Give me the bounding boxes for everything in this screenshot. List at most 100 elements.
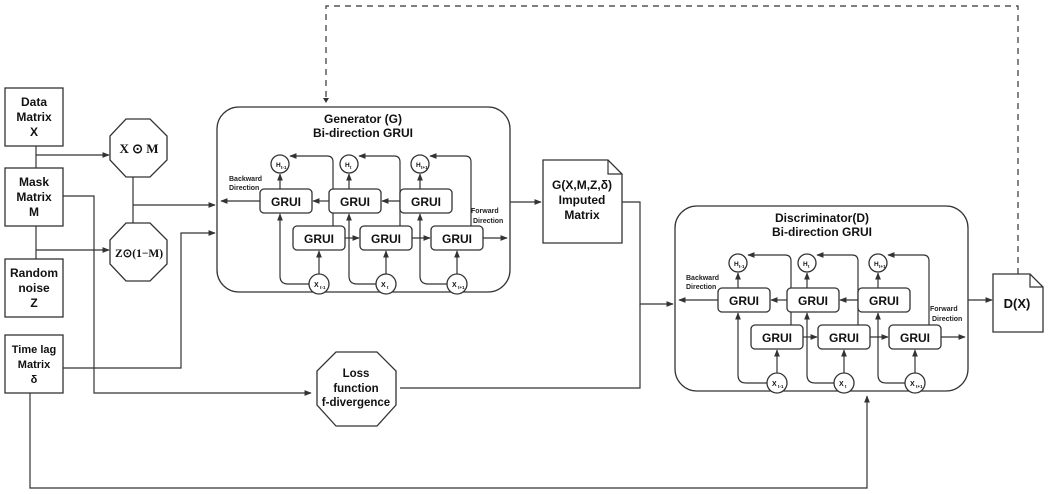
hidden-state-label: H [734, 261, 739, 268]
input-label: X [452, 282, 457, 289]
arrow [289, 153, 334, 226]
arrow [875, 312, 905, 384]
input-label: X [772, 381, 777, 388]
loss-label-2: function [333, 383, 378, 395]
input-subscript: t-1 [778, 384, 784, 389]
data-matrix-label-3: X [30, 125, 38, 139]
hidden-state-node [270, 154, 290, 174]
data-matrix-box: Data Matrix X [4, 87, 64, 147]
feedback-arrowhead [323, 98, 329, 103]
arrow [429, 153, 472, 226]
imputed-label-3: Matrix [564, 208, 600, 222]
random-noise-label-3: Z [30, 296, 37, 310]
input-subscript: t+1 [458, 285, 465, 290]
z-dot-one-minus-m-octagon: Z⊙(1−M) [109, 222, 168, 282]
time-lag-label-2: Matrix [18, 359, 51, 371]
generator-subtitle: Bi-direction GRUI [313, 126, 413, 140]
arrow [804, 312, 834, 384]
hidden-state-node [797, 253, 817, 273]
time-lag-label-1: Time lag [12, 344, 56, 356]
grui-label: GRUI [729, 294, 759, 308]
grui-label: GRUI [411, 195, 441, 209]
generator-backward-label-2: Direction [229, 185, 259, 192]
generator-title: Generator (G) [324, 112, 402, 126]
hidden-state-node [728, 253, 748, 273]
arrow [816, 252, 859, 325]
grui-label: GRUI [340, 195, 370, 209]
loss-label-1: Loss [343, 368, 370, 380]
time-lag-label-3: δ [31, 374, 38, 386]
random-noise-label-2: noise [18, 281, 50, 295]
z-dot-one-minus-m-label: Z⊙(1−M) [115, 248, 163, 260]
imputed-matrix-document: G(X,M,Z,δ) Imputed Matrix [542, 159, 623, 244]
arrow [747, 252, 792, 325]
generator-block: Generator (G) Bi-direction GRUI Backward… [216, 106, 511, 295]
arrow-imputed-to-discriminator [622, 201, 674, 307]
x-dot-m-label: X ⊙ M [119, 141, 158, 156]
hidden-state-label: H [416, 162, 421, 169]
loss-function-octagon: Loss function f-divergence [316, 351, 397, 427]
input-subscript: t [845, 384, 847, 389]
grui-label: GRUI [442, 232, 472, 246]
grui-label: GRUI [829, 331, 859, 345]
mask-matrix-box: Mask Matrix M [4, 167, 64, 227]
connector-loss-to-discriminator [400, 304, 641, 389]
grui-label: GRUI [271, 195, 301, 209]
hidden-state-label: H [345, 162, 350, 169]
discriminator-subtitle: Bi-direction GRUI [772, 225, 872, 239]
generator-forward-label-2: Direction [473, 218, 503, 225]
data-matrix-label-1: Data [21, 95, 47, 109]
hidden-state-subscript: t [350, 165, 352, 170]
grui-label: GRUI [304, 232, 334, 246]
x-dot-m-octagon: X ⊙ M [109, 118, 168, 178]
arrow [277, 213, 309, 285]
input-node [308, 273, 330, 295]
arrow [735, 312, 767, 384]
hidden-state-label: H [803, 261, 808, 268]
input-node [904, 372, 926, 394]
input-node [446, 273, 468, 295]
output-dx-label: D(X) [1004, 296, 1031, 311]
input-label: X [381, 282, 386, 289]
arrow-timelag-to-generator [63, 230, 216, 369]
input-node [833, 372, 855, 394]
generator-forward-label: Forward [471, 208, 499, 215]
grui-label: GRUI [371, 232, 401, 246]
discriminator-block: Discriminator(D) Bi-direction GRUI Backw… [674, 205, 969, 394]
random-noise-box: Random noise Z [4, 258, 64, 318]
input-node [766, 372, 788, 394]
hidden-state-node [339, 154, 359, 174]
feedback-dashed-line [325, 5, 1019, 274]
hidden-state-label: H [874, 261, 879, 268]
input-label: X [839, 381, 844, 388]
time-lag-matrix-box: Time lag Matrix δ [4, 334, 64, 394]
input-subscript: t+1 [916, 384, 923, 389]
arrow [887, 252, 930, 325]
grui-label: GRUI [762, 331, 792, 345]
discriminator-title: Discriminator(D) [775, 211, 869, 225]
hidden-state-subscript: t-1 [281, 165, 287, 170]
hidden-state-subscript: t+1 [879, 264, 886, 269]
hidden-state-subscript: t [808, 264, 810, 269]
grui-label: GRUI [900, 331, 930, 345]
hidden-state-label: H [276, 162, 281, 169]
input-label: X [910, 381, 915, 388]
discriminator-backward-label-2: Direction [686, 284, 716, 291]
hidden-state-node [410, 154, 430, 174]
input-node [375, 273, 397, 295]
loss-label-3: f-divergence [322, 397, 390, 409]
grui-label: GRUI [798, 294, 828, 308]
input-label: X [314, 282, 319, 289]
grui-label: GRUI [869, 294, 899, 308]
discriminator-forward-label: Forward [930, 306, 958, 313]
arrow-mask-to-loss [63, 195, 312, 396]
discriminator-forward-label-2: Direction [932, 316, 962, 323]
arrow-timelag-to-discriminator [29, 393, 870, 489]
arrow [417, 213, 447, 285]
discriminator-backward-label: Backward [686, 275, 719, 282]
hidden-state-node [868, 253, 888, 273]
random-noise-label-1: Random [10, 266, 58, 280]
generator-backward-label: Backward [229, 176, 262, 183]
hidden-state-subscript: t-1 [739, 264, 745, 269]
